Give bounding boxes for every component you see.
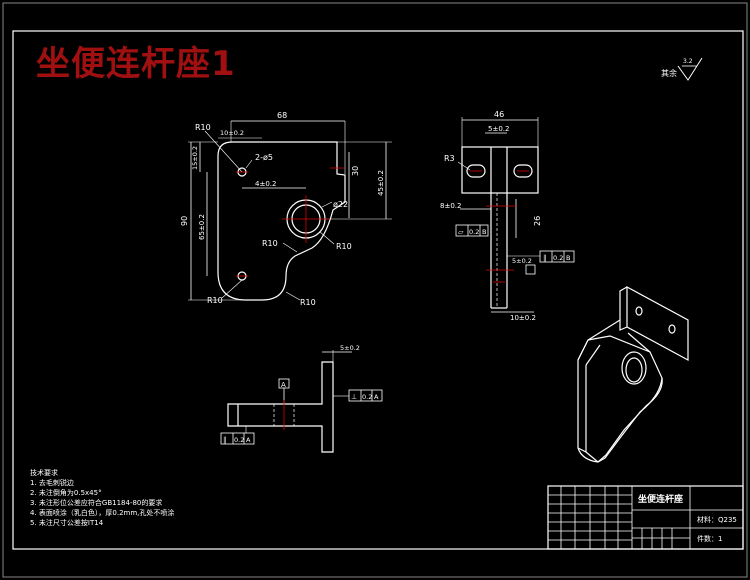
side-centerlines — [470, 170, 529, 283]
notes-heading: 技术要求 — [30, 469, 58, 477]
inner-border — [12, 30, 744, 550]
label-r-boss: R10 — [336, 242, 352, 251]
dim-right-45: 45±0.2 — [377, 170, 385, 196]
label-r-bottom-right: R10 — [300, 298, 316, 307]
title-block-part-name: 坐便连杆座 — [638, 493, 683, 505]
technical-notes: 技术要求 1. 去毛刺锐边 2. 未注倒角为0.5x45° 3. 未注形位公差应… — [30, 468, 174, 528]
side-dim-width: 46 — [494, 110, 504, 119]
side-label-r3: R3 — [444, 154, 455, 163]
dim-hole-spacing: 65±0.2 — [198, 214, 206, 240]
isometric-view — [577, 285, 689, 463]
top-dim: 5±0.2 — [340, 344, 360, 352]
roughness-label: 其余 — [661, 68, 677, 78]
note-item: 3. 未注形位公差应符合GB1184-80的要求 — [30, 499, 163, 507]
side-parallel-ref: B — [566, 254, 570, 262]
side-parallel-symbol: ∥ — [543, 254, 547, 262]
top-datum-a: A — [281, 381, 286, 389]
top-parallel-value: 0.2 — [234, 436, 244, 444]
label-r-top: R10 — [195, 123, 211, 132]
front-centerlines — [236, 167, 344, 277]
side-dim-slot: 5±0.2 — [488, 125, 509, 133]
dim-holes: 2-ø5 — [255, 153, 273, 162]
note-item: 4. 表面喷涂（乳白色），厚0.2mm,孔处不喷涂 — [30, 509, 175, 517]
title-block-material: 材料：Q235 — [697, 515, 737, 524]
top-perp-value: 0.2 — [362, 393, 372, 401]
side-flatness-symbol: ⏥ — [458, 228, 464, 236]
note-item: 5. 未注尺寸公差按IT14 — [30, 519, 104, 527]
side-flatness-value: 0.2 — [469, 228, 479, 236]
side-flatness-ref: B — [482, 228, 486, 236]
dim-right-30: 30 — [351, 166, 360, 176]
dim-top-offset: 10±0.2 — [220, 129, 244, 137]
front-view — [188, 120, 392, 301]
title-block — [547, 485, 744, 550]
side-dim-small: 5±0.2 — [512, 257, 532, 265]
title-block-quantity: 件数：1 — [697, 534, 722, 543]
top-perp-ref: A — [374, 393, 379, 401]
top-parallel-ref: A — [246, 436, 251, 444]
dim-big-hole: ø22 — [333, 200, 348, 209]
side-parallel-value: 0.2 — [553, 254, 563, 262]
top-parallel-symbol: ∥ — [223, 436, 227, 444]
label-r-inner: R10 — [262, 239, 278, 248]
note-item: 1. 去毛刺锐边 — [30, 479, 74, 487]
dim-hole-pitch: 4±0.2 — [255, 180, 276, 188]
dim-width-68: 68 — [277, 111, 287, 120]
side-view — [455, 117, 575, 313]
roughness-value: 3.2 — [683, 58, 693, 65]
dim-total-height: 90 — [180, 216, 189, 226]
side-dim-bottom: 10±0.2 — [510, 314, 536, 322]
side-dim-height: 26 — [533, 216, 542, 226]
dim-upper-offset: 15±0.2 — [191, 146, 199, 170]
side-dim-thickness: 8±0.2 — [440, 202, 461, 210]
label-r-bottom-left: R10 — [207, 296, 223, 305]
drawing-title: 坐便连杆座1 — [36, 44, 236, 84]
roughness-symbol: 其余 3.2 — [661, 57, 703, 81]
note-item: 2. 未注倒角为0.5x45° — [30, 489, 102, 497]
top-perp-symbol: ⊥ — [351, 393, 357, 401]
